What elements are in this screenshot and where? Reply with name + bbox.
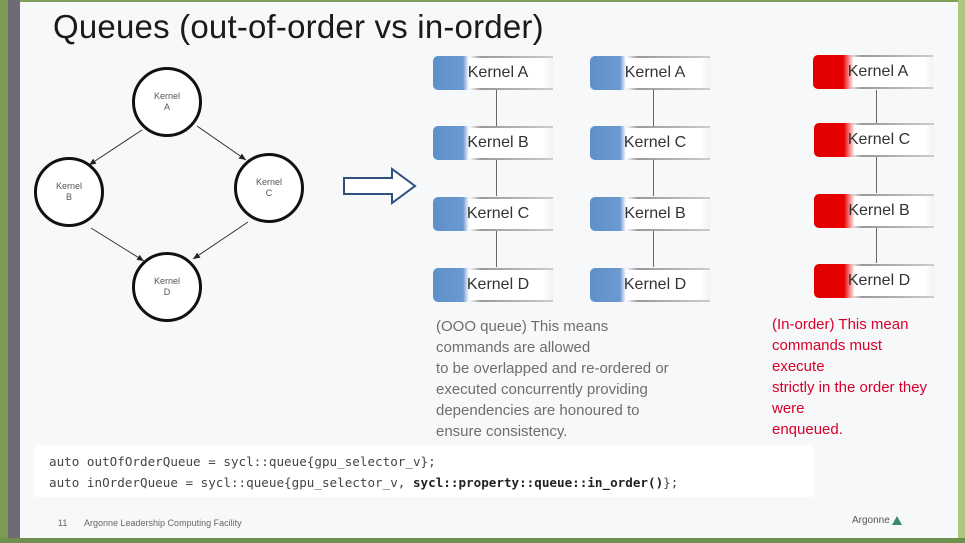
bottom-border bbox=[0, 538, 965, 543]
connector-line bbox=[876, 157, 877, 193]
kernel-label: Kernel D bbox=[847, 272, 911, 289]
kernel-box: Kernel C bbox=[814, 123, 934, 157]
desc-line: (OOO queue) This means bbox=[436, 318, 609, 335]
kernel-label: Kernel C bbox=[466, 205, 530, 222]
kernel-box: Kernel C bbox=[590, 126, 710, 160]
node-label: Kernel bbox=[55, 181, 82, 191]
node-label: Kernel bbox=[153, 91, 180, 101]
kernel-label: Kernel A bbox=[624, 64, 686, 81]
argonne-logo: Argonne bbox=[852, 515, 902, 526]
desc-line: to be overlapped and re-ordered or bbox=[436, 360, 669, 377]
kernel-label: Kernel A bbox=[847, 63, 909, 80]
connector-line bbox=[496, 160, 497, 196]
connector-line bbox=[653, 90, 654, 126]
kernel-box: Kernel A bbox=[590, 56, 710, 90]
kernel-label: Kernel D bbox=[466, 276, 530, 293]
kernel-box: Kernel A bbox=[813, 55, 933, 89]
node-id: D bbox=[163, 287, 171, 297]
node-id: B bbox=[65, 192, 72, 202]
kernel-label: Kernel B bbox=[467, 134, 529, 151]
slide: Queues (out-of-order vs in-order) Kernel… bbox=[20, 2, 958, 538]
kernel-box: Kernel C bbox=[433, 197, 553, 231]
connector-line bbox=[876, 227, 877, 263]
left-border-gray bbox=[8, 0, 20, 543]
logo-text: Argonne bbox=[852, 515, 890, 526]
code-line-1: auto outOfOrderQueue = sycl::queue{gpu_s… bbox=[49, 454, 436, 469]
desc-line: execute bbox=[772, 358, 825, 375]
connector-line bbox=[496, 90, 497, 126]
kernel-label: Kernel C bbox=[847, 131, 911, 148]
logo-triangle-icon bbox=[891, 516, 902, 525]
kernel-box: Kernel B bbox=[814, 194, 934, 228]
connector-line bbox=[876, 90, 877, 123]
kernel-box: Kernel D bbox=[814, 264, 934, 298]
kernel-box: Kernel D bbox=[433, 268, 553, 302]
desc-line: dependencies are honoured to bbox=[436, 402, 640, 419]
right-border bbox=[958, 0, 965, 543]
code-line-2: auto inOrderQueue = sycl::queue{gpu_sele… bbox=[49, 472, 814, 493]
kernel-label: Kernel D bbox=[623, 276, 687, 293]
node-label: Kernel bbox=[153, 276, 180, 286]
code-text: auto inOrderQueue = sycl::queue{gpu_sele… bbox=[49, 475, 413, 490]
code-bold-text: sycl::property::queue::in_order() bbox=[412, 475, 664, 490]
edge-b-d bbox=[90, 227, 145, 262]
connector-line bbox=[653, 160, 654, 196]
kernel-label: Kernel B bbox=[624, 205, 686, 222]
kernel-box: Kernel B bbox=[590, 197, 710, 231]
node-label: Kernel bbox=[255, 177, 282, 187]
edge-a-c bbox=[196, 125, 247, 161]
connector-line bbox=[653, 231, 654, 267]
desc-line: were bbox=[772, 400, 805, 417]
desc-line: strictly in the order they bbox=[772, 379, 928, 396]
edge-a-b bbox=[88, 129, 143, 166]
desc-line: commands are allowed bbox=[436, 339, 591, 356]
ooo-description: (OOO queue) This means commands are allo… bbox=[436, 316, 669, 442]
desc-line: enqueued. bbox=[772, 421, 843, 438]
kernel-label: Kernel C bbox=[623, 134, 687, 151]
footer-text: Argonne Leadership Computing Facility bbox=[84, 518, 242, 528]
kernel-box: Kernel A bbox=[433, 56, 553, 90]
inorder-description: (In-order) This mean commands must execu… bbox=[772, 314, 927, 440]
slide-title: Queues (out-of-order vs in-order) bbox=[53, 8, 544, 45]
kernel-box: Kernel B bbox=[433, 126, 553, 160]
page-number: 11 bbox=[58, 518, 68, 528]
connector-line bbox=[496, 231, 497, 267]
desc-line: executed concurrently providing bbox=[436, 381, 648, 398]
node-id: C bbox=[265, 188, 273, 198]
right-arrow-icon bbox=[343, 167, 417, 205]
edge-c-d bbox=[192, 221, 249, 260]
code-text: }; bbox=[663, 475, 679, 490]
kernel-box: Kernel D bbox=[590, 268, 710, 302]
node-id: A bbox=[163, 102, 170, 112]
graph-edges bbox=[88, 125, 249, 262]
desc-line: ensure consistency. bbox=[436, 423, 568, 440]
kernel-label: Kernel B bbox=[848, 202, 910, 219]
desc-line: commands must bbox=[772, 337, 883, 354]
desc-line: (In-order) This mean bbox=[772, 316, 909, 333]
code-block: auto outOfOrderQueue = sycl::queue{gpu_s… bbox=[34, 445, 814, 497]
kernel-label: Kernel A bbox=[467, 64, 529, 81]
left-border-green bbox=[0, 0, 8, 543]
